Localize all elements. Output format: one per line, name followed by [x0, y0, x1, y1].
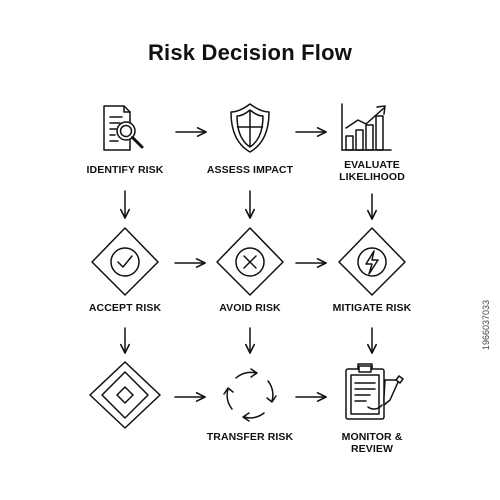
label-identify-risk: IDENTIFY RISK [86, 164, 164, 176]
bar-chart-arrow-icon [341, 103, 392, 151]
cycle-arrows-icon [223, 368, 277, 422]
label-avoid-risk: AVOID RISK [219, 302, 281, 314]
label-monitor-line1: MONITOR & [341, 431, 403, 443]
label-mitigate-risk: MITIGATE RISK [332, 302, 412, 314]
nested-diamond-icon [89, 361, 161, 429]
lightning-diamond-icon [338, 227, 406, 296]
clipboard-pen-icon [345, 363, 404, 420]
label-monitor-line2: REVIEW [350, 443, 394, 455]
label-evaluate-likelihood: EVALUATE LIKELIHOOD [307, 159, 437, 183]
label-evaluate-line2: LIKELIHOOD [339, 171, 405, 183]
label-transfer-risk: TRANSFER RISK [206, 431, 294, 443]
label-monitor-review: MONITOR & REVIEW [307, 431, 437, 455]
label-evaluate-line1: EVALUATE [344, 159, 400, 171]
label-accept-risk: ACCEPT RISK [88, 302, 162, 314]
check-diamond-icon [91, 227, 159, 296]
document-magnifier-icon [103, 105, 144, 151]
label-assess-impact: ASSESS IMPACT [206, 164, 294, 176]
shield-icon [230, 103, 270, 153]
stock-id-text: 1966037033 [481, 300, 491, 351]
cross-diamond-icon [216, 227, 284, 296]
diagram-title: Risk Decision Flow [147, 40, 353, 65]
